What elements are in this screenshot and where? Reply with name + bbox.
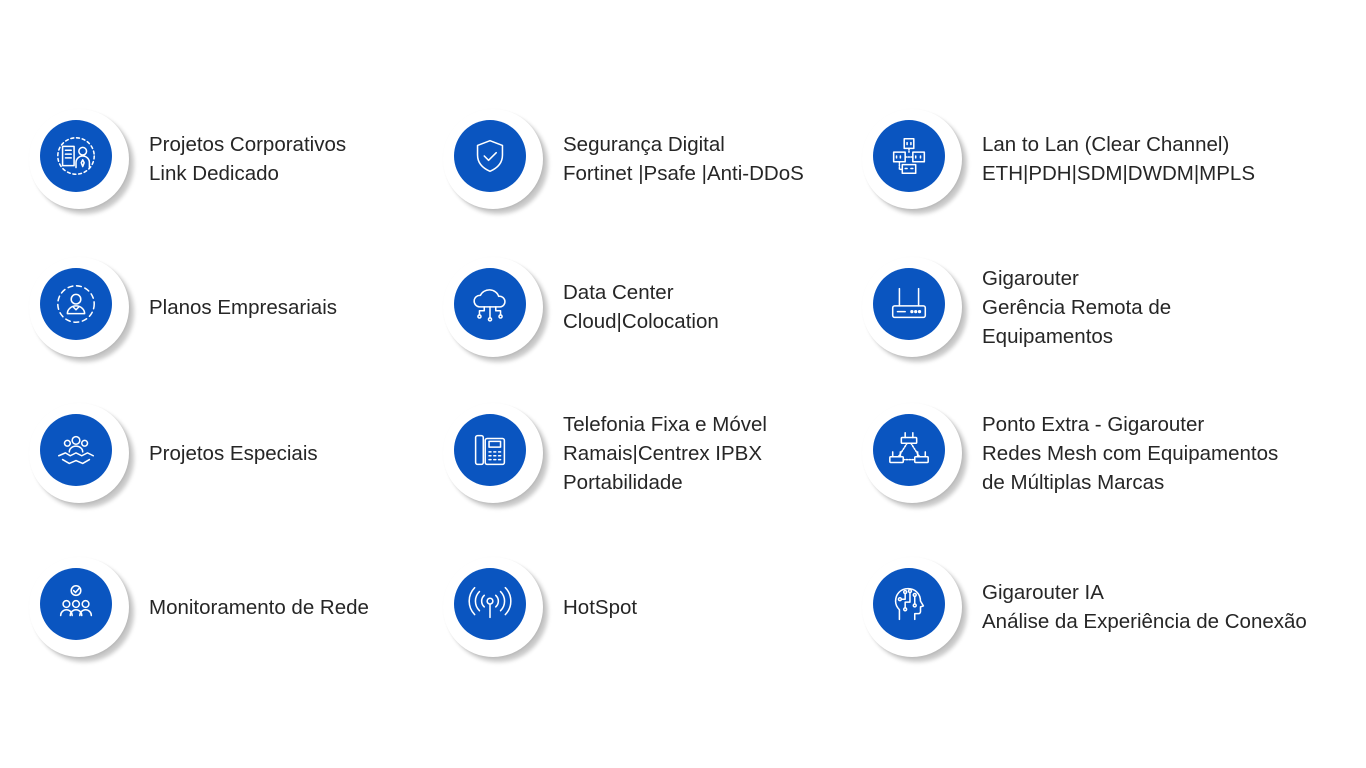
service-seguranca-digital[interactable]: Segurança Digital Fortinet |Psafe |Anti-… xyxy=(443,109,804,209)
icon-badge xyxy=(862,257,962,357)
icon-badge xyxy=(862,557,962,657)
service-label: Telefonia Fixa e Móvel Ramais|Centrex IP… xyxy=(563,412,767,494)
service-label: HotSpot xyxy=(563,595,638,619)
service-label: Data Center Cloud|Colocation xyxy=(563,281,719,333)
handshake-team-icon xyxy=(57,435,95,465)
icon-badge xyxy=(443,257,543,357)
icon-badge xyxy=(443,557,543,657)
service-label: Planos Empresariais xyxy=(149,295,337,319)
service-gigarouter-ia[interactable]: Gigarouter IA Análise da Experiência de … xyxy=(862,557,1307,657)
service-label: Gigarouter IA Análise da Experiência de … xyxy=(982,581,1307,633)
icon-badge xyxy=(443,403,543,503)
corporate-building-person-icon xyxy=(57,137,95,175)
cloud-network-icon xyxy=(473,289,506,322)
icon-badge xyxy=(29,403,129,503)
icon-badge xyxy=(443,109,543,209)
icon-badge xyxy=(29,557,129,657)
service-projetos-especiais[interactable]: Projetos Especiais xyxy=(29,403,318,503)
router-icon xyxy=(891,287,927,319)
team-check-icon xyxy=(59,585,93,617)
wifi-antenna-icon xyxy=(468,586,512,619)
service-label: Segurança Digital Fortinet |Psafe |Anti-… xyxy=(563,133,804,185)
icon-badge xyxy=(862,109,962,209)
mesh-routers-icon xyxy=(889,431,929,464)
service-ponto-extra[interactable]: Ponto Extra - Gigarouter Redes Mesh com … xyxy=(862,403,1278,503)
person-circle-users-icon xyxy=(57,285,95,323)
service-planos-empresariais[interactable]: Planos Empresariais xyxy=(29,257,337,357)
service-hotspot[interactable]: HotSpot xyxy=(443,557,637,657)
service-label: Lan to Lan (Clear Channel) ETH|PDH|SDM|D… xyxy=(982,133,1255,185)
service-label: Projetos Corporativos Link Dedicado xyxy=(149,133,347,185)
lan-buildings-network-icon xyxy=(892,137,926,175)
service-label: Ponto Extra - Gigarouter Redes Mesh com … xyxy=(982,412,1279,494)
service-projetos-corporativos[interactable]: Projetos Corporativos Link Dedicado xyxy=(29,109,346,209)
service-data-center[interactable]: Data Center Cloud|Colocation xyxy=(443,257,719,357)
icon-badge xyxy=(29,109,129,209)
ai-head-circuit-icon xyxy=(894,587,925,621)
icon-badge xyxy=(29,257,129,357)
service-gigarouter[interactable]: Gigarouter Gerência Remota de Equipament… xyxy=(862,257,1171,357)
service-label: Gigarouter Gerência Remota de Equipament… xyxy=(982,266,1172,348)
icon-badge xyxy=(862,403,962,503)
office-telephone-icon xyxy=(474,434,506,466)
service-label: Projetos Especiais xyxy=(149,441,318,465)
service-telefonia[interactable]: Telefonia Fixa e Móvel Ramais|Centrex IP… xyxy=(443,403,767,503)
service-monitoramento-de-rede[interactable]: Monitoramento de Rede xyxy=(29,557,369,657)
shield-check-icon xyxy=(476,139,504,173)
service-label: Monitoramento de Rede xyxy=(149,595,369,619)
service-lan-to-lan[interactable]: Lan to Lan (Clear Channel) ETH|PDH|SDM|D… xyxy=(862,109,1255,209)
